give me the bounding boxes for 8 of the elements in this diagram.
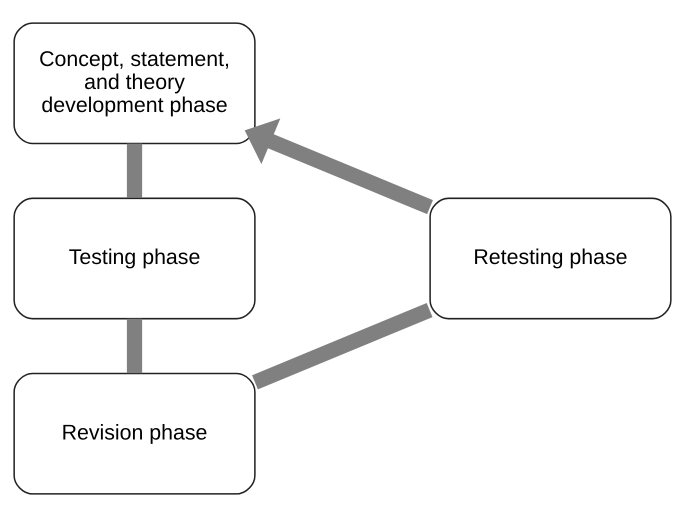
connector xyxy=(126,143,142,198)
node-box: Concept, statement, and theory development phase xyxy=(13,22,256,144)
connector xyxy=(252,302,433,389)
node-box: Testing phase xyxy=(13,197,256,319)
arrow xyxy=(244,118,433,214)
node-box: Retesting phase xyxy=(429,197,672,319)
connector xyxy=(126,318,142,373)
node-box: Revision phase xyxy=(13,372,256,494)
